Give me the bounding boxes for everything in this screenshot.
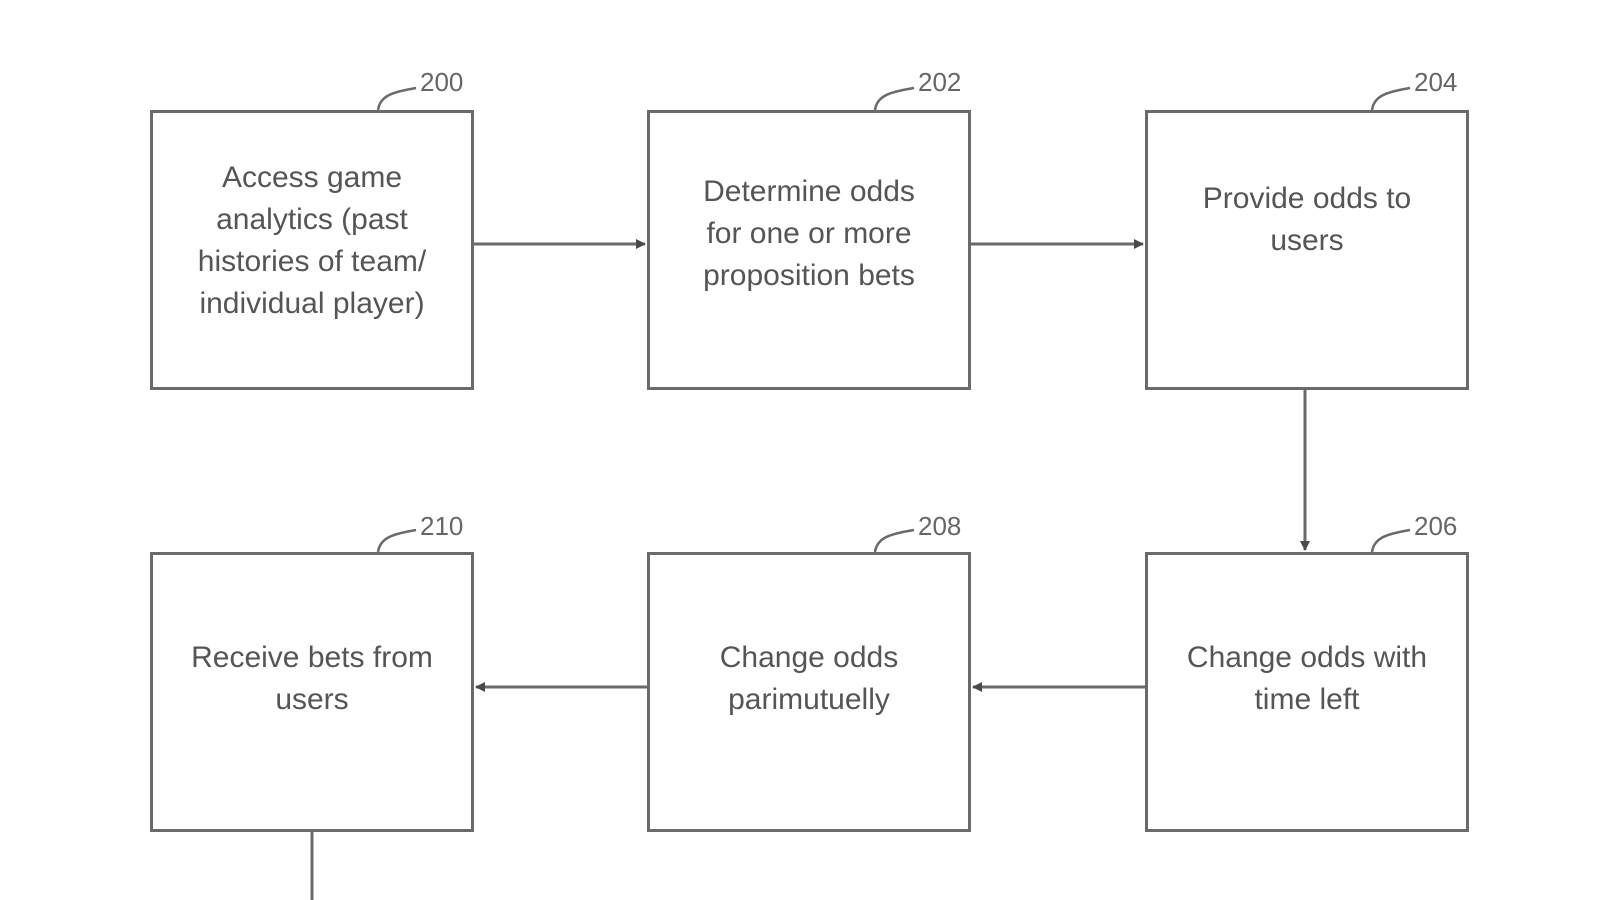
ref-leader-202 (873, 86, 915, 111)
node-text: Determine odds for one or more propositi… (703, 171, 915, 297)
node-line: for one or more (706, 217, 912, 250)
node-text: Change odds with time left (1187, 637, 1427, 721)
node-receive-bets: Receive bets from users (150, 552, 474, 832)
ref-leader-204 (1370, 86, 1411, 111)
node-text: Provide odds to users (1203, 178, 1411, 262)
ref-leader-200 (376, 86, 417, 111)
ref-leader-210 (376, 528, 417, 553)
node-line: Determine odds (703, 175, 915, 208)
ref-label-202: 202 (918, 67, 962, 97)
node-line: Change odds with (1186, 641, 1428, 674)
ref-label-204: 204 (1414, 67, 1458, 97)
node-line: Provide odds to (1202, 182, 1412, 215)
node-change-odds-parimutuelly: Change odds parimutuelly (647, 552, 971, 832)
node-line: Receive bets from (191, 641, 433, 674)
node-text: Access game analytics (past histories of… (198, 157, 426, 325)
node-line: histories of team/ (197, 245, 427, 278)
ref-label-206: 206 (1414, 511, 1458, 541)
ref-leader-208 (873, 528, 915, 553)
node-line: individual player) (199, 287, 425, 320)
node-provide-odds: Provide odds to users (1145, 110, 1469, 390)
node-line: proposition bets (703, 259, 915, 292)
node-text: Receive bets from users (191, 637, 433, 721)
node-line: users (275, 683, 349, 716)
node-line: Access game (221, 161, 403, 194)
node-line: time left (1254, 683, 1360, 716)
node-line: Change odds (719, 641, 899, 674)
node-determine-odds: Determine odds for one or more propositi… (647, 110, 971, 390)
node-line: users (1270, 224, 1344, 257)
ref-label-208: 208 (918, 511, 962, 541)
node-line: parimutuelly (728, 683, 890, 716)
node-text: Change odds parimutuelly (720, 637, 898, 721)
ref-label-210: 210 (420, 511, 464, 541)
node-line: analytics (past (216, 203, 408, 236)
ref-label-200: 200 (420, 67, 464, 97)
node-access-game-analytics: Access game analytics (past histories of… (150, 110, 474, 390)
ref-leader-206 (1370, 528, 1411, 553)
node-change-odds-time-left: Change odds with time left (1145, 552, 1469, 832)
